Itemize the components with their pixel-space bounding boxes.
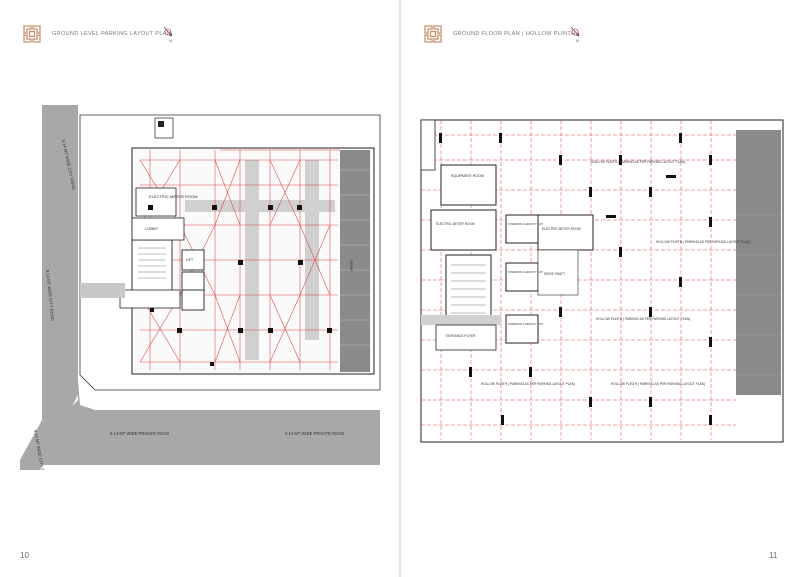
hollow-plinth-note-5: HOLLOW PLINTH ( PARKING AS PER PARKING L… — [611, 382, 705, 386]
lobby-label: LOBBY — [145, 226, 159, 231]
private-road-label-2: 9.14 MT WIDE PRIVATE ROAD — [285, 431, 344, 436]
svg-text:N: N — [169, 38, 172, 43]
ramp-strip-shape — [736, 130, 781, 395]
page-title: GROUND LEVEL PARKING LAYOUT PLAN — [52, 31, 172, 37]
lift-label-1: 8 PERSON CAPACITY LIFT — [508, 222, 543, 226]
road-label-mid: 9.14 MT WIDE CITY ROAD — [45, 270, 55, 322]
page-number: 11 — [769, 551, 778, 560]
page-title: GROUND FLOOR PLAN ( HOLLOW PLINTH ) — [453, 31, 580, 37]
ramp-shape — [340, 150, 370, 372]
left-page: GROUND LEVEL PARKING LAYOUT PLAN N — [0, 0, 399, 577]
hollow-plinth-note-1: HOLLOW PLINTH ( PARKING AS PER PARKING L… — [591, 160, 685, 164]
hollow-plinth-note-2: HOLLOW PLINTH ( PARKING AS PER PARKING L… — [656, 240, 750, 244]
electric-meter-label-2: ELECTRIC METER ROOM — [542, 227, 581, 231]
lift-label-3: 8 PERSON CAPACITY LIFT — [508, 322, 543, 326]
private-road-label-1: 9.14 MT WIDE PRIVATE ROAD — [110, 431, 169, 436]
hollow-plinth-note-3: HOLLOW PLINTH ( PARKING AS PER PARKING L… — [596, 317, 690, 321]
electric-meter-label-1: ELECTRIC METER ROOM — [436, 222, 475, 226]
parking-layout-drawing: ELECTRIC METER ROOM LOBBY LIFT RAMP 9.14… — [20, 100, 390, 470]
drive-shaft-label: DRIVE SHAFT — [544, 272, 565, 276]
right-page: GROUND FLOOR PLAN ( HOLLOW PLINTH ) N — [401, 0, 800, 577]
private-road-shape — [40, 380, 380, 465]
north-arrow-icon: N — [160, 24, 176, 44]
entrance-foyer-label: ENTRANCE FOYER — [446, 334, 476, 338]
equipment-room-label: EQUIPMENT ROOM — [451, 174, 484, 178]
brand-logo-icon — [423, 24, 443, 44]
electric-meter-label: ELECTRIC METER ROOM — [149, 194, 197, 199]
ramp-label: RAMP — [349, 260, 354, 272]
page-number: 10 — [20, 551, 29, 560]
lift-label: LIFT — [186, 258, 194, 262]
lift-label-2: 8 PERSON CAPACITY LIFT — [508, 270, 543, 274]
north-arrow-icon: N — [567, 24, 583, 44]
hollow-plinth-note-4: HOLLOW PLINTH ( PARKING AS PER PARKING L… — [481, 382, 575, 386]
ground-floor-drawing: EQUIPMENT ROOM ELECTRIC METER ROOM ELECT… — [416, 115, 791, 445]
brand-logo-icon — [22, 24, 42, 44]
city-road-shape — [20, 105, 78, 470]
svg-text:N: N — [576, 38, 579, 43]
page-gutter — [399, 0, 401, 577]
